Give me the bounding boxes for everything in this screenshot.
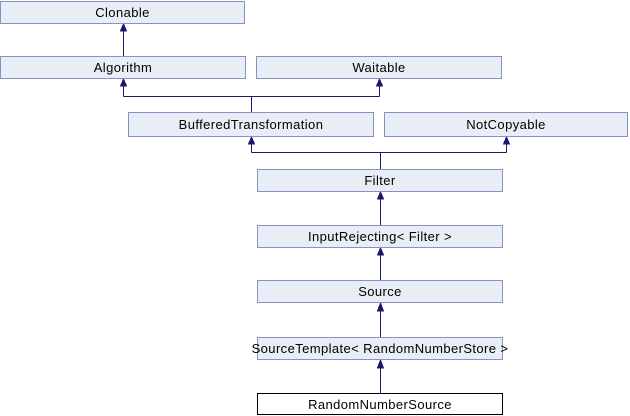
edge-randomnumbersource-to-sourcetemplate xyxy=(376,358,385,393)
node-randomnumbersource-current: RandomNumberSource xyxy=(257,393,503,415)
edge-inputrejecting-to-filter xyxy=(376,190,385,225)
edge-sourcetemplate-to-source xyxy=(376,301,385,337)
edge-bufferedtransformation-to-algorithm-and-waitable xyxy=(119,77,384,112)
edge-filter-to-bufferedtransformation-and-notcopyable xyxy=(247,135,511,169)
node-source[interactable]: Source xyxy=(257,280,503,303)
node-waitable[interactable]: Waitable xyxy=(256,56,502,79)
node-inputrejecting-filter[interactable]: InputRejecting< Filter > xyxy=(257,225,503,248)
node-sourcetemplate-randomnumberstore[interactable]: SourceTemplate< RandomNumberStore > xyxy=(252,337,508,360)
node-clonable[interactable]: Clonable xyxy=(0,1,245,24)
edge-algorithm-to-clonable xyxy=(119,22,128,56)
node-filter[interactable]: Filter xyxy=(257,169,503,192)
edge-source-to-inputrejecting xyxy=(376,246,385,280)
node-algorithm[interactable]: Algorithm xyxy=(0,56,246,79)
node-bufferedtransformation[interactable]: BufferedTransformation xyxy=(128,112,374,137)
node-notcopyable[interactable]: NotCopyable xyxy=(384,112,628,137)
